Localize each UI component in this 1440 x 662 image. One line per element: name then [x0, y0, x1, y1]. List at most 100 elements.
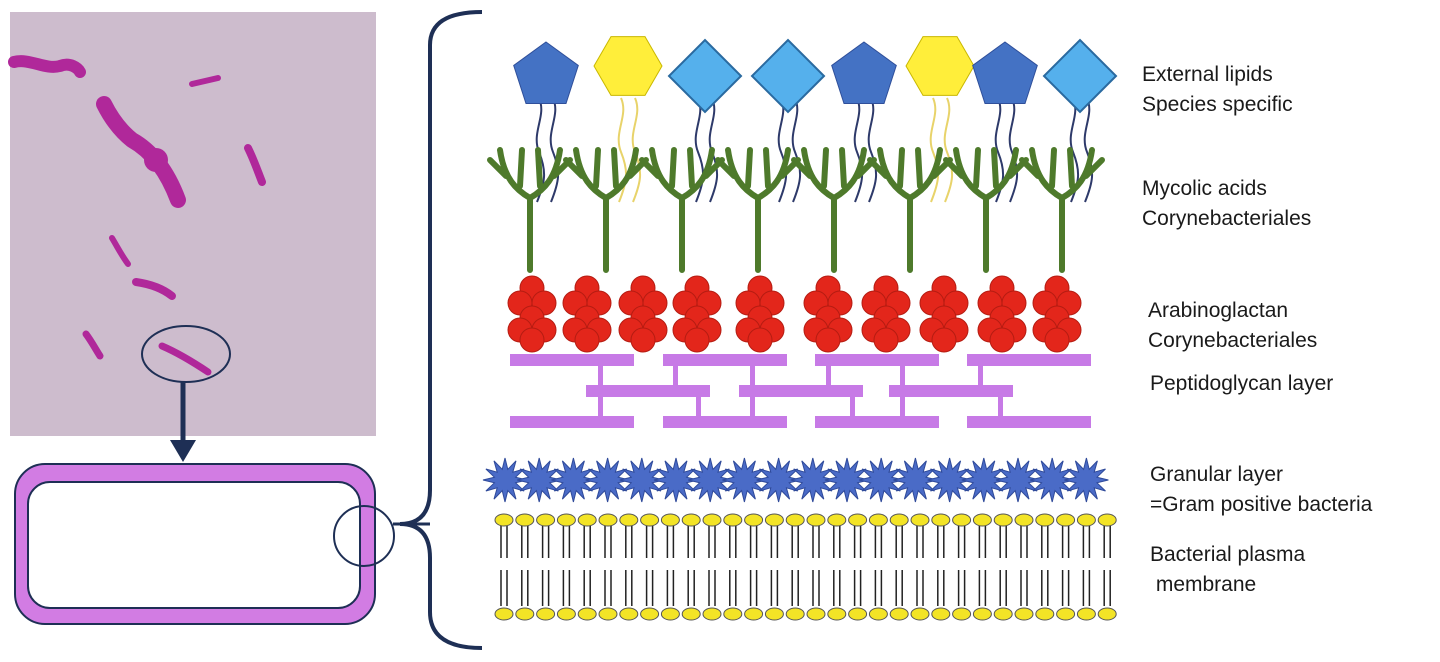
lipid-tail [645, 570, 654, 606]
lipid-tail [937, 526, 945, 558]
granular-layer [482, 457, 1109, 503]
lipid-head [536, 607, 556, 621]
peptide-bridge [850, 397, 855, 416]
lipid-head [681, 513, 701, 527]
phospholipid-pair [952, 513, 972, 621]
phospholipid-pair [619, 513, 639, 621]
lipid-tail [562, 570, 571, 606]
lipid-head [660, 607, 680, 621]
lipid-head [952, 607, 972, 621]
lipid-tail [916, 526, 924, 558]
lipid-head [619, 607, 639, 621]
lipid-tail [687, 526, 695, 558]
phospholipid-pair [681, 513, 701, 621]
lipid-head [972, 607, 992, 621]
lipid-tail [583, 570, 591, 606]
lipid-head [744, 607, 764, 621]
phospholipid-pair [1076, 513, 1096, 621]
lipid-head [598, 607, 618, 621]
phospholipid-pair [577, 513, 597, 621]
phospholipid-pair [764, 513, 784, 621]
label-arabinogalactan: Arabinoglactan Corynebacteriales [1148, 296, 1317, 356]
lipid-tail [999, 570, 1007, 606]
lipid-tail [957, 570, 966, 606]
phospholipid-pair [806, 513, 826, 621]
label-line: membrane [1150, 573, 1257, 596]
lipid-tail [1020, 526, 1028, 558]
phospholipid-pair [848, 513, 868, 621]
lipid-head [931, 607, 951, 621]
plasma-membrane-layer [494, 513, 1117, 621]
phospholipid-pair [1035, 513, 1055, 621]
lipid-tail [1008, 97, 1018, 203]
pentagon-sugar [831, 41, 897, 104]
lipid-head [827, 607, 847, 621]
phospholipid-pair [494, 513, 514, 621]
peptide-bridge [998, 397, 1003, 416]
lipid-tail [895, 570, 903, 606]
stained-rod [8, 55, 86, 78]
phospholipid-pair [1056, 513, 1076, 621]
granule [482, 457, 528, 503]
lipid-head [536, 513, 556, 527]
lipid-tail [812, 570, 820, 606]
phospholipid-pair [1014, 513, 1034, 621]
granule [1064, 457, 1109, 503]
stained-rod [132, 278, 176, 300]
lipid-tail [812, 526, 820, 558]
lipid-tail [604, 526, 612, 558]
lipid-tail [1082, 570, 1091, 606]
lipid-head [785, 513, 805, 527]
lipid-head [827, 513, 847, 527]
peptide-bridge [696, 397, 701, 416]
lipid-tail [833, 570, 841, 606]
lipid-tail [749, 570, 758, 606]
lipid-head [785, 607, 805, 621]
lipid-head [1035, 513, 1055, 527]
lipid-tail [978, 526, 987, 558]
lipid-tail [541, 570, 550, 606]
stained-rod [244, 144, 266, 186]
lipid-head [889, 607, 909, 621]
phospholipid-pair [827, 513, 847, 621]
sugar-cluster [672, 275, 722, 353]
lipid-tail [978, 570, 987, 606]
micrograph-panel [8, 12, 376, 436]
granule [927, 457, 972, 503]
glycan-strand [510, 416, 634, 428]
label-line: Bacterial plasma [1150, 543, 1306, 566]
lipid-tail [770, 570, 779, 606]
lipid-head [619, 513, 639, 527]
phospholipid-pair [931, 513, 951, 621]
granule [995, 457, 1041, 503]
diamond-sugar [667, 38, 743, 114]
granule [517, 457, 562, 503]
lipid-head [1076, 513, 1096, 527]
lipid-tail [521, 526, 529, 558]
glycan-strand [815, 354, 939, 366]
lipid-head [848, 607, 868, 621]
peptide-bridge [900, 397, 905, 416]
lipid-head [848, 513, 868, 527]
lipid-tail [521, 570, 529, 606]
granule [893, 457, 938, 503]
granule [551, 457, 596, 503]
lipid-head [723, 607, 743, 621]
mycolic-acid [791, 147, 877, 273]
lipid-tail [943, 97, 953, 203]
lipid-head [1035, 607, 1055, 621]
lipid-tail [867, 97, 877, 203]
lipid-tail [937, 570, 945, 606]
mycolic-acid [563, 147, 649, 273]
lipid-tail [1082, 526, 1091, 558]
peptide-bridge [673, 366, 678, 385]
phospholipid-pair [1097, 513, 1117, 621]
lipid-tail [694, 97, 704, 203]
phospholipid-pair [972, 513, 992, 621]
lipid-tail [999, 526, 1007, 558]
granule [1030, 457, 1075, 503]
lipid-tail [708, 526, 716, 558]
label-line: =Gram positive bacteria [1150, 493, 1373, 516]
lipid-tail [729, 526, 737, 558]
glycan-strand [967, 416, 1091, 428]
